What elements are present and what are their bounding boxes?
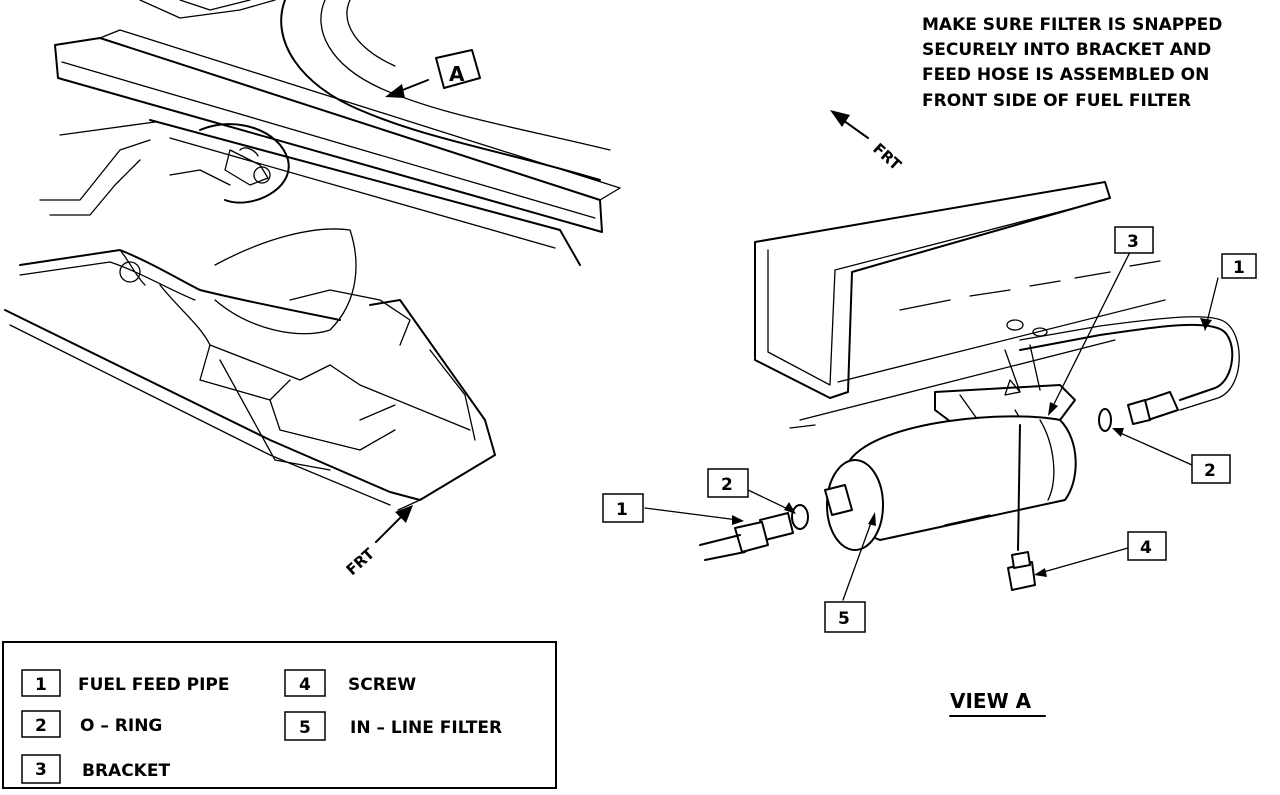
callout-3-top: 3 [1114, 226, 1154, 254]
svg-text:1: 1 [616, 500, 628, 520]
callout-1-top: 1 [1221, 253, 1257, 279]
view-a-detail [699, 181, 1240, 591]
view-a-reference: A [385, 49, 481, 98]
note-line-2: SECURELY INTO BRACKET AND [922, 40, 1211, 60]
note-line-4: FRONT SIDE OF FUEL FILTER [922, 91, 1191, 111]
legend-item-2: 2 O – RING [21, 710, 162, 738]
callout-5: 5 [824, 601, 866, 633]
note-line-3: FEED HOSE IS ASSEMBLED ON [922, 65, 1209, 85]
view-a-title: VIEW A [949, 689, 1046, 717]
legend-text-4: SCREW [348, 675, 416, 695]
legend-num-3: 3 [35, 760, 47, 780]
parts-legend: 1 FUEL FEED PIPE 2 O – RING 3 BRACKET 4 … [2, 641, 557, 789]
legend-num-5: 5 [299, 718, 311, 738]
svg-text:2: 2 [1204, 461, 1216, 481]
legend-text-3: BRACKET [82, 761, 170, 781]
vehicle-underbody-overview [4, 0, 621, 511]
legend-item-1: 1 FUEL FEED PIPE [21, 669, 230, 697]
legend-text-2: O – RING [80, 716, 162, 736]
svg-text:4: 4 [1140, 538, 1152, 558]
note-line-1: MAKE SURE FILTER IS SNAPPED [922, 15, 1222, 35]
view-letter-box [435, 49, 481, 89]
callout-leaders [644, 251, 1219, 601]
callout-1-left: 1 [602, 493, 644, 523]
legend-item-5: 5 IN – LINE FILTER [284, 711, 502, 741]
svg-text:3: 3 [1127, 232, 1139, 252]
legend-item-3: 3 BRACKET [21, 754, 170, 784]
callout-2-right: 2 [1191, 454, 1231, 484]
legend-text-5: IN – LINE FILTER [350, 718, 502, 738]
callout-2-left: 2 [707, 468, 749, 498]
legend-num-4: 4 [299, 675, 311, 695]
svg-text:2: 2 [721, 475, 733, 495]
frt-arrow-right: FRT [830, 110, 905, 174]
legend-text-1: FUEL FEED PIPE [78, 675, 230, 695]
assembly-note: MAKE SURE FILTER IS SNAPPED SECURELY INT… [922, 15, 1222, 111]
svg-text:1: 1 [1233, 258, 1245, 278]
frt-arrowhead-left [395, 505, 413, 523]
legend-item-4: 4 SCREW [284, 669, 416, 697]
view-arrow-head [385, 84, 405, 98]
frt-arrow-left: FRT [343, 505, 413, 579]
view-letter: A [449, 62, 465, 86]
legend-num-1: 1 [35, 675, 47, 695]
frt-label-left: FRT [343, 544, 379, 579]
legend-num-2: 2 [35, 716, 47, 736]
svg-text:5: 5 [838, 609, 850, 629]
frt-label-right: FRT [869, 140, 905, 175]
svg-text:VIEW A: VIEW A [950, 689, 1032, 713]
frt-arrowhead-right [830, 110, 850, 127]
callout-4: 4 [1127, 531, 1167, 561]
